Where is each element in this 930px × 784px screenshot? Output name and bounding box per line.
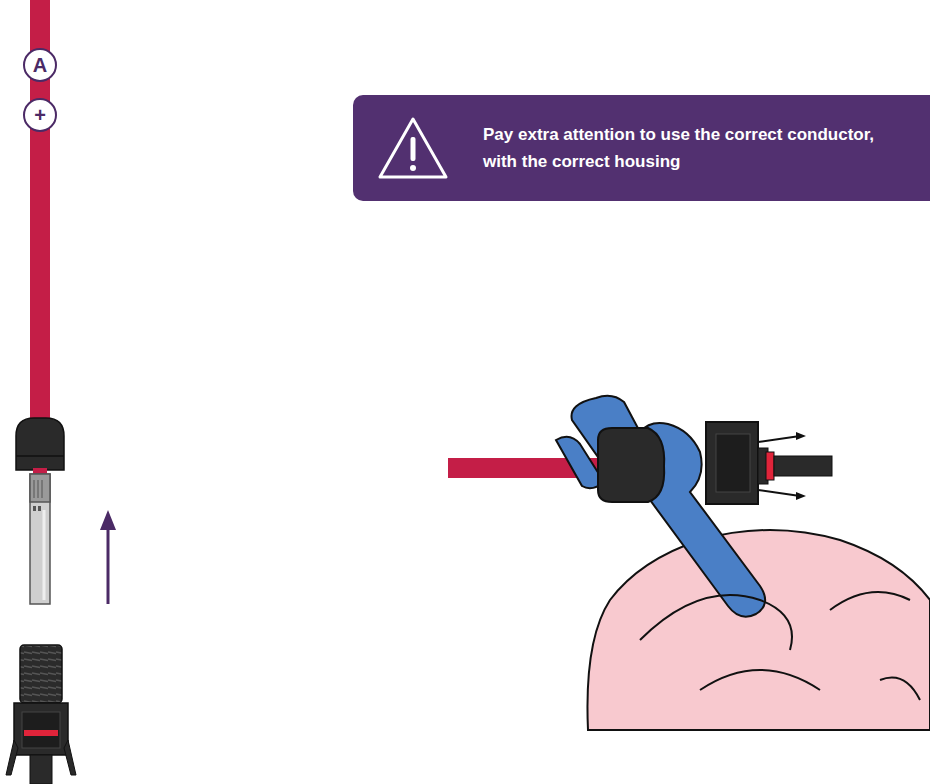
wrench (572, 396, 766, 617)
label-text: A (33, 55, 47, 75)
crimp-contact (30, 474, 50, 604)
hand (587, 530, 930, 730)
warning-icon (376, 113, 450, 183)
cap-nut (16, 418, 64, 470)
threaded-housing (20, 645, 62, 703)
red-wire (30, 0, 50, 425)
cap-nut (598, 428, 664, 502)
label-text: + (34, 105, 46, 125)
callout-letter: A (23, 48, 57, 82)
warning-text: Pay extra attention to use the correct c… (483, 121, 910, 175)
connector-housing (706, 422, 758, 504)
warning-banner: Pay extra attention to use the correct c… (353, 95, 930, 201)
polarity-symbol: + (23, 98, 57, 132)
direction-arrow (107, 528, 110, 604)
